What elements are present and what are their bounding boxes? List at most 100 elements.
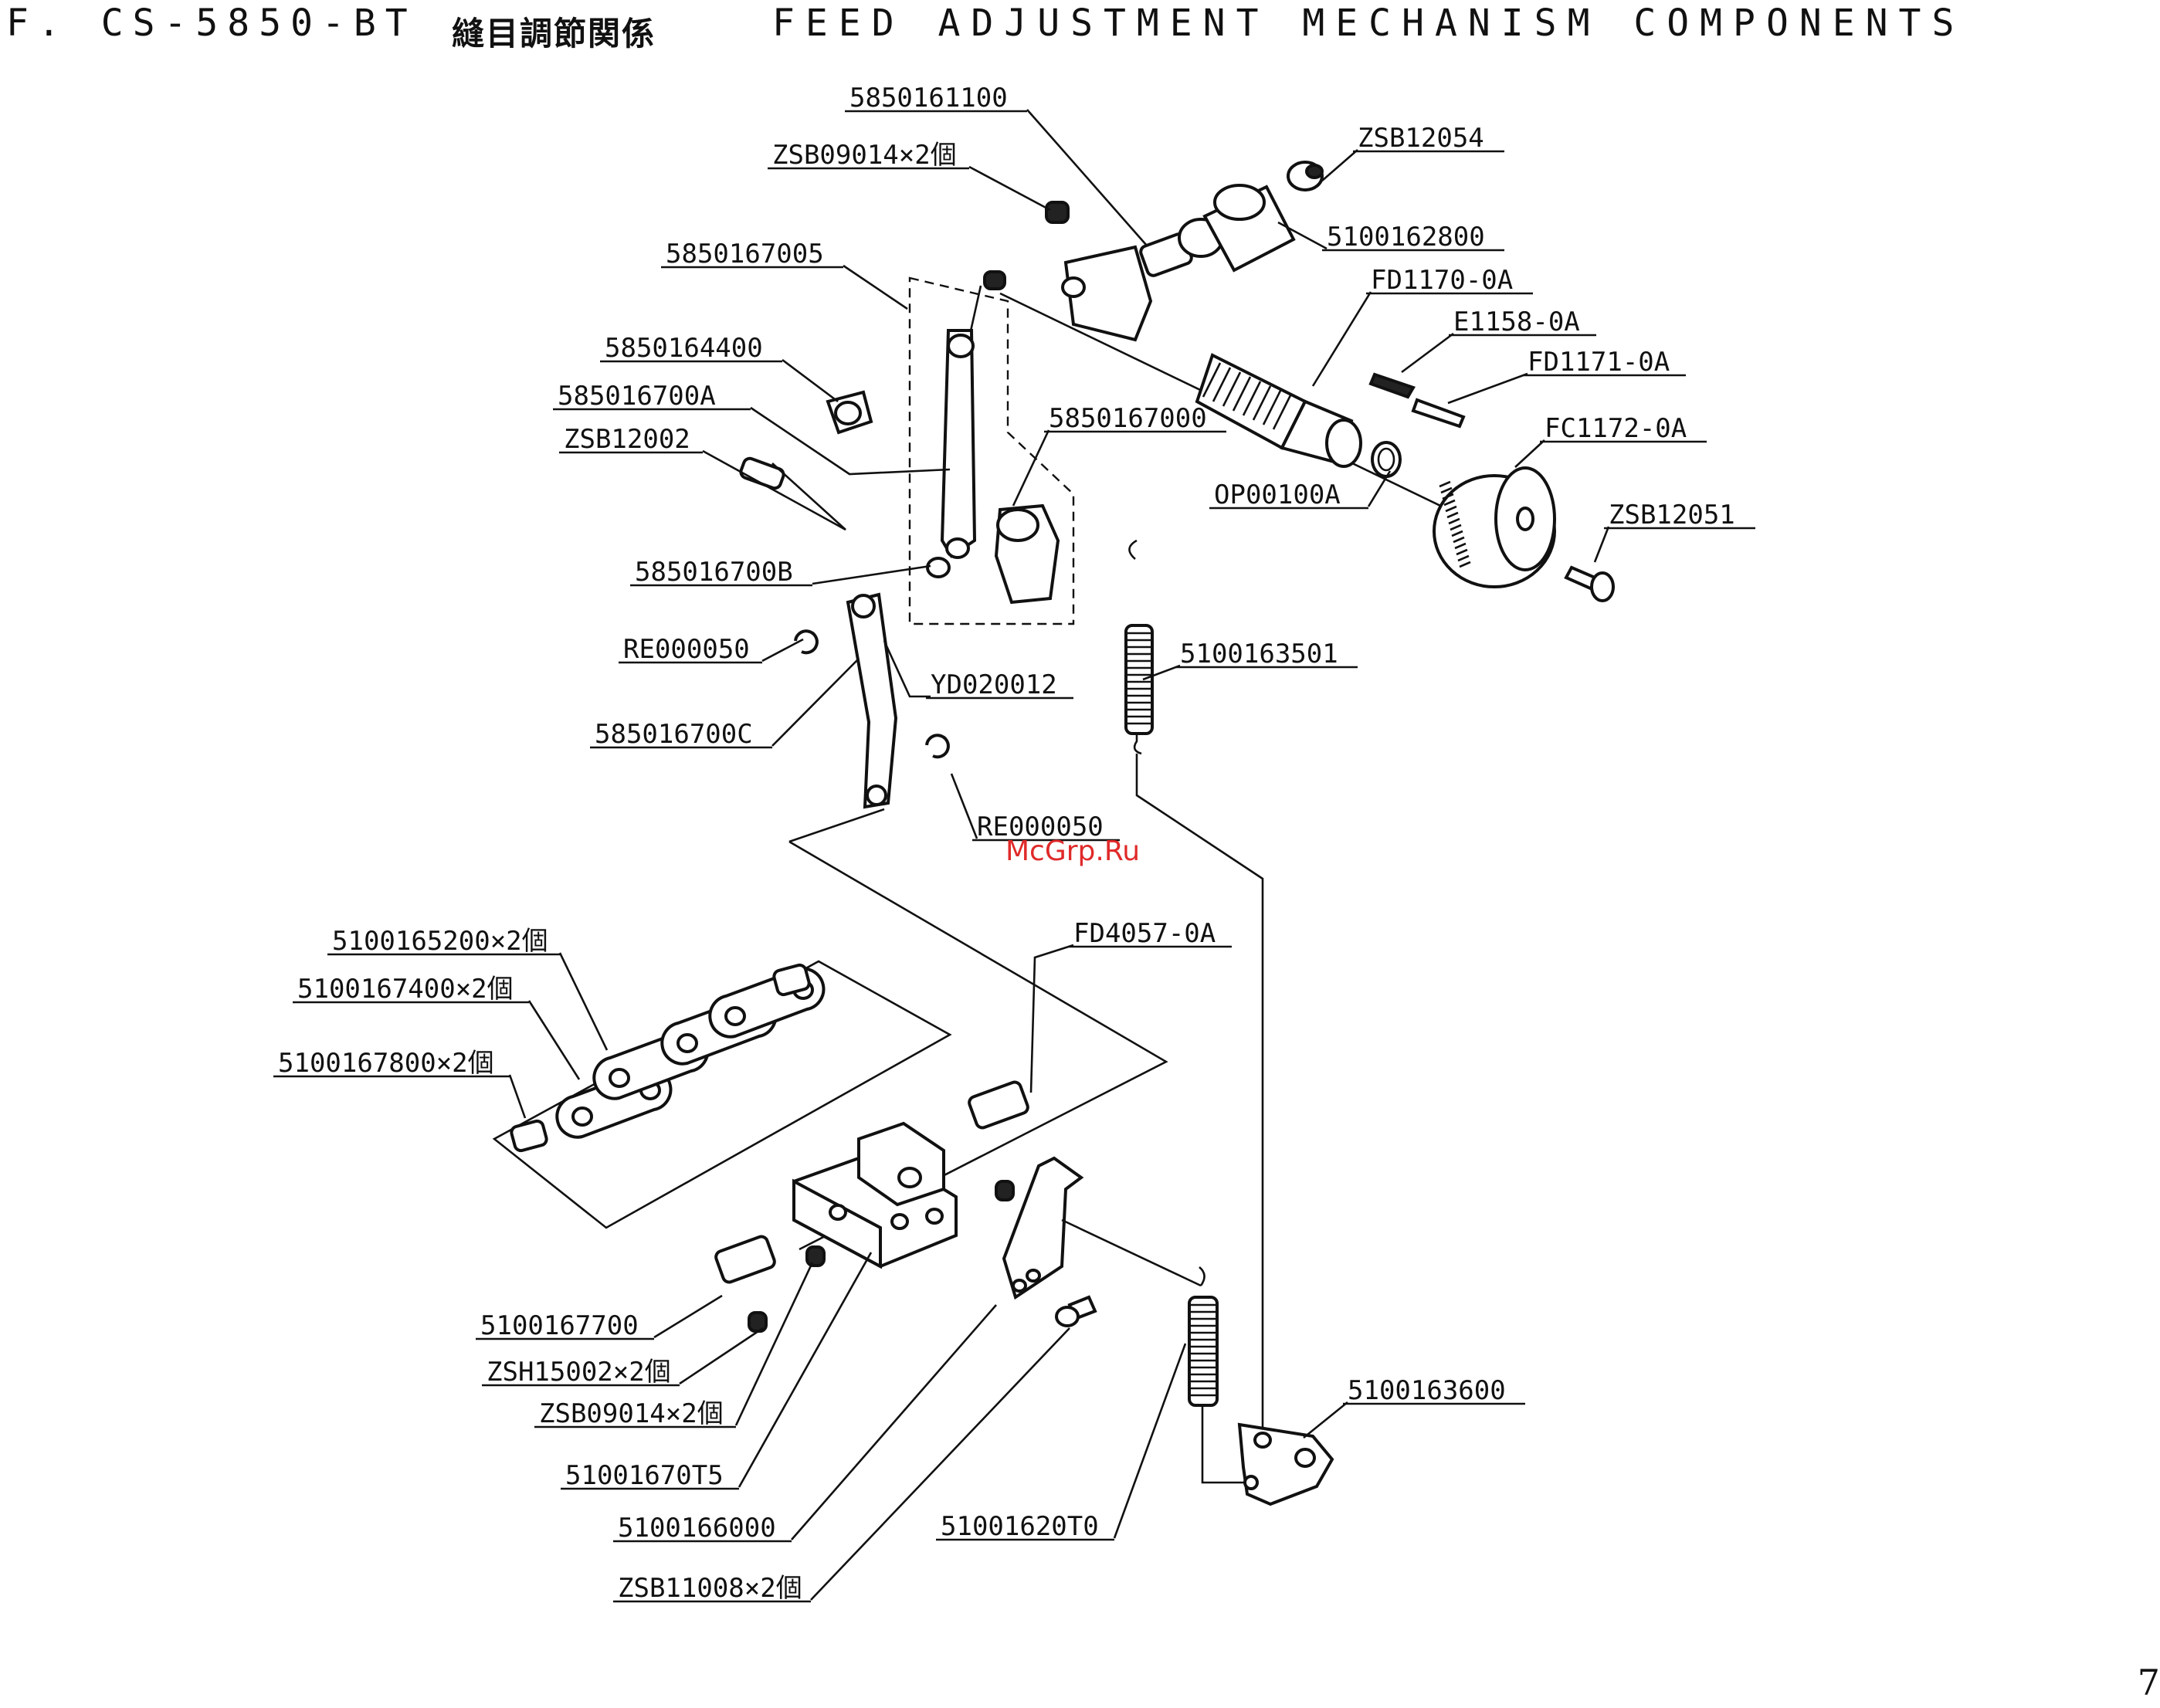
- pivot-bushing: [968, 1080, 1029, 1130]
- stop-hole: [1294, 1448, 1316, 1468]
- part-number: RE000050: [977, 812, 1104, 842]
- bracket-hole: [1061, 276, 1086, 298]
- spring-connector: [1201, 1405, 1251, 1484]
- leader-line: [734, 1262, 814, 1426]
- part-label-4: 5850167005: [661, 239, 908, 310]
- shaft-bracket: [1063, 245, 1153, 342]
- part-label-28: 51001670T5: [561, 1252, 873, 1491]
- bracket-hole: [1012, 1279, 1027, 1293]
- part-label-14: ZSB12051: [1593, 500, 1755, 563]
- stop-hole: [1253, 1432, 1272, 1449]
- part-number: ZSB11008×2個: [618, 1573, 802, 1604]
- part-label-20: RE000050: [950, 773, 1120, 842]
- lug-hole: [897, 1167, 922, 1188]
- part-number: 5850164400: [605, 333, 763, 364]
- thread: [1242, 381, 1262, 416]
- dial-knurl: [1446, 511, 1459, 519]
- leader-line: [527, 1000, 581, 1080]
- part-label-6: E1158-0A: [1401, 307, 1596, 374]
- set-screw: [995, 1180, 1015, 1201]
- part-label-23: 5100167400×2個: [293, 974, 581, 1080]
- leader-line: [1593, 526, 1610, 563]
- part-label-5: FD1170-0A: [1311, 265, 1533, 387]
- feed-base-side: [792, 1178, 882, 1269]
- dial-knurl: [1448, 517, 1460, 525]
- dial-knurl: [1443, 499, 1456, 507]
- part-label-16: RE000050: [619, 634, 804, 665]
- dial-knurl: [1440, 486, 1453, 494]
- leader-line: [653, 1294, 723, 1339]
- leader-line: [968, 165, 1051, 212]
- part-label-11: FC1172-0A: [1514, 413, 1707, 468]
- part-label-17: 5100163501: [1142, 639, 1358, 681]
- page-title: FEED ADJUSTMENT MECHANISM COMPONENTS: [772, 2, 1965, 45]
- thread: [1262, 390, 1282, 425]
- spring-hook: [1133, 734, 1142, 755]
- part-label-26: ZSH15002×2個: [482, 1327, 764, 1388]
- plate-hole: [609, 1068, 630, 1088]
- leader-line: [1311, 291, 1372, 387]
- title-japanese: 縫目調節関係: [452, 15, 656, 53]
- dial-knurl: [1453, 536, 1465, 544]
- screw-head: [1055, 1306, 1080, 1327]
- pivot-bushing: [714, 1235, 776, 1284]
- part-number: 5100166000: [618, 1513, 776, 1544]
- part-label-31: ZSB11008×2個: [613, 1327, 1070, 1604]
- leader-line: [810, 1327, 1070, 1601]
- plate-hole: [724, 1006, 746, 1026]
- thread: [1202, 362, 1222, 398]
- part-number: 5100162800: [1327, 222, 1485, 252]
- leader-line: [1321, 149, 1358, 181]
- part-number: FD4057-0A: [1073, 918, 1216, 949]
- part-label-27: ZSB09014×2個: [534, 1262, 814, 1429]
- set-screw: [805, 1245, 826, 1267]
- part-label-2: ZSB09014×2個: [768, 140, 1051, 212]
- leader-line: [883, 640, 931, 698]
- dial-screw-head: [1590, 571, 1615, 602]
- part-number: 5100167700: [480, 1310, 639, 1341]
- part-number: YD020012: [931, 669, 1057, 700]
- leader-line: [1447, 372, 1528, 405]
- watermark: McGrp.Ru: [1005, 835, 1141, 867]
- dial-hole: [1516, 507, 1534, 531]
- pivot-pin: [926, 557, 951, 578]
- spring-hook: [1199, 1266, 1205, 1286]
- spring-connector: [1061, 1218, 1202, 1287]
- part-number: FC1172-0A: [1545, 413, 1687, 444]
- part-number: ZSB12051: [1609, 500, 1735, 530]
- leader-line: [508, 1074, 527, 1119]
- bushing-bore: [1213, 184, 1266, 221]
- part-number: E1158-0A: [1453, 307, 1580, 337]
- leader-line: [679, 1327, 764, 1385]
- model-code: F. CS-5850-BT: [6, 2, 417, 45]
- part-labels: 5850161100ZSB12054ZSB09014×2個51001628005…: [273, 83, 1755, 1604]
- connector-line: [788, 808, 885, 843]
- part-label-13: OP00100A: [1209, 470, 1392, 510]
- part-label-9: 585016700A: [553, 381, 951, 476]
- leader-line: [1367, 470, 1392, 507]
- base-hole: [925, 1208, 944, 1225]
- part-label-32: 5100163600: [1303, 1375, 1525, 1439]
- thread: [1252, 385, 1272, 421]
- arm-hole-top: [947, 334, 975, 358]
- part-number: FD1170-0A: [1371, 265, 1513, 296]
- part-label-24: 5100167800×2個: [273, 1048, 527, 1119]
- assembly-outline: [908, 276, 1075, 625]
- collar: [510, 1119, 548, 1153]
- part-label-18: YD020012: [883, 640, 1073, 700]
- dial-knurl: [1451, 530, 1463, 537]
- page-number: 7: [2137, 1662, 2160, 1703]
- lower-link: [846, 592, 898, 809]
- part-label-3: 5100162800: [1277, 221, 1504, 252]
- base-hole: [890, 1213, 909, 1230]
- screw-head: [1305, 164, 1324, 179]
- part-number: RE000050: [623, 634, 750, 665]
- leader-line: [750, 406, 951, 476]
- leader-line: [1303, 1401, 1348, 1439]
- link-hole-top: [851, 594, 876, 618]
- thread: [1222, 371, 1242, 407]
- part-label-25: 5100167700: [476, 1294, 723, 1341]
- part-number: 5100163501: [1180, 639, 1338, 669]
- part-number: OP00100A: [1214, 480, 1341, 510]
